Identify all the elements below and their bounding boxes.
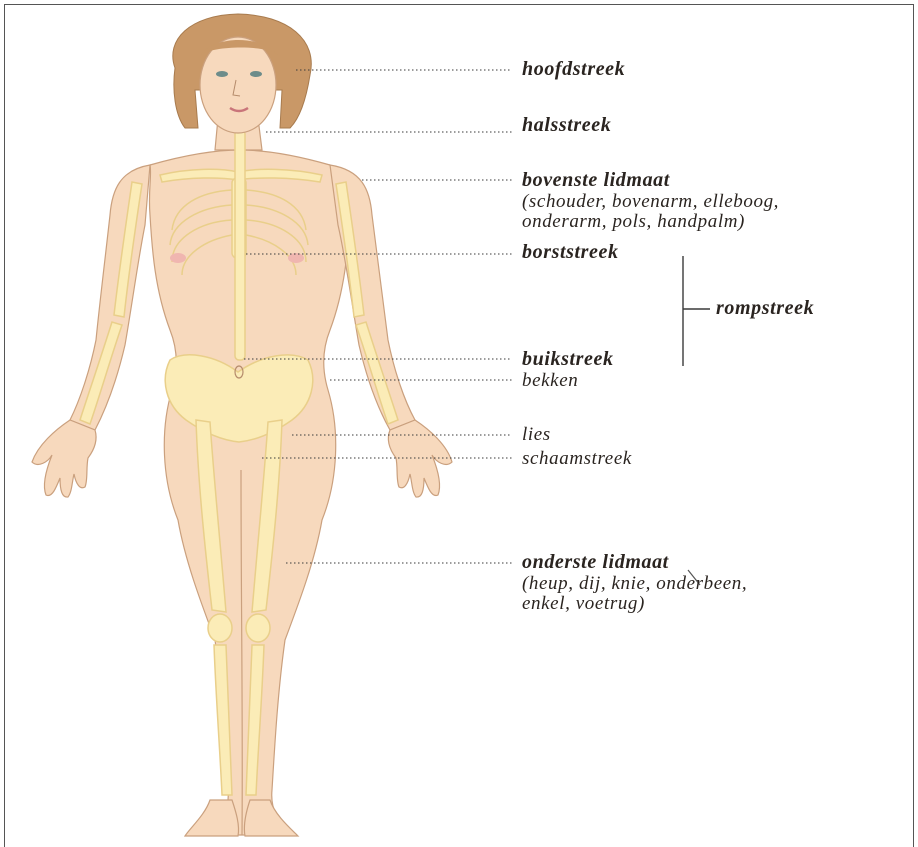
label-upper-limb-detail-2: onderarm, pols, handpalm) xyxy=(522,212,745,232)
chest-mark-left xyxy=(170,253,186,263)
label-lower-limb-detail-2: enkel, voetrug) xyxy=(522,594,645,614)
label-neck: halsstreek xyxy=(522,114,611,137)
label-groin: lies xyxy=(522,424,551,446)
label-lower-limb-detail-1: (heup, dij, knie, onderbeen, xyxy=(522,574,747,594)
label-head: hoofdstreek xyxy=(522,58,625,81)
label-chest: borststreek xyxy=(522,241,619,264)
label-trunk: rompstreek xyxy=(716,297,814,320)
label-pelvis: bekken xyxy=(522,370,578,392)
head xyxy=(173,14,311,133)
label-abdomen: buikstreek xyxy=(522,348,614,371)
label-lower-limb: onderste lidmaat xyxy=(522,551,669,574)
label-pubic: schaamstreek xyxy=(522,448,632,470)
label-upper-limb: bovenste lidmaat xyxy=(522,169,670,192)
eye-left xyxy=(216,71,228,77)
eye-right xyxy=(250,71,262,77)
label-upper-limb-detail-1: (schouder, bovenarm, elleboog, xyxy=(522,192,779,212)
trunk-bracket xyxy=(683,256,710,366)
